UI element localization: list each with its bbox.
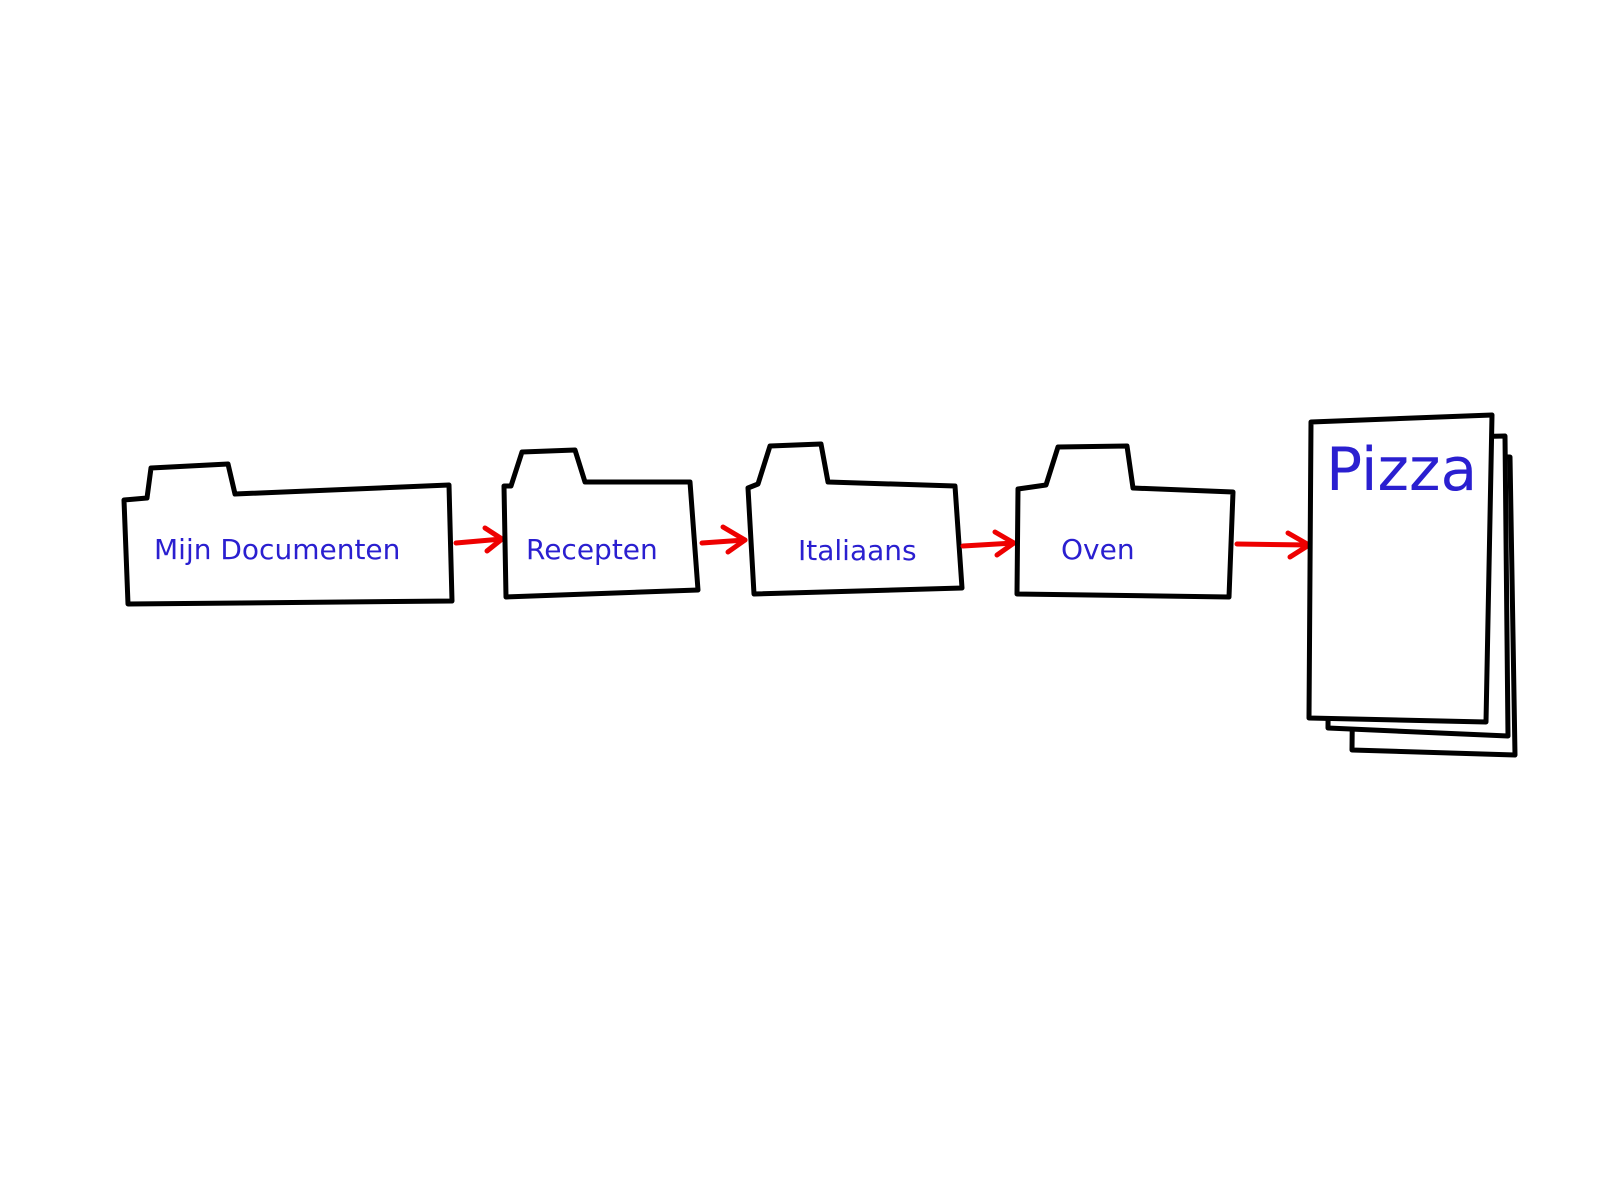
folder-label: Italiaans (798, 534, 917, 567)
folder-mijn-documenten: Mijn Documenten (121, 461, 455, 607)
arrow-head (720, 524, 748, 555)
arrow-4 (1234, 530, 1312, 560)
folder-label: Mijn Documenten (154, 533, 400, 566)
arrow-3 (960, 529, 1017, 558)
folder-label: Oven (1061, 533, 1135, 566)
folder-icon (501, 447, 701, 600)
arrow-head (482, 525, 505, 554)
document-page-front (1306, 412, 1495, 725)
document-pizza: Pizza (1306, 412, 1518, 758)
arrow-2 (699, 524, 748, 555)
document-stack-icon (1306, 412, 1518, 758)
arrow-1 (453, 525, 505, 554)
document-label: Pizza (1326, 435, 1477, 505)
arrow-head (992, 529, 1017, 558)
folder-icon (1014, 443, 1236, 600)
folder-italiaans: Italiaans (745, 441, 965, 597)
folder-recepten: Recepten (501, 447, 701, 600)
folder-label: Recepten (526, 533, 658, 566)
arrow-shaft (960, 540, 1017, 549)
arrow-shaft (453, 536, 505, 546)
arrow-shaft (1234, 541, 1312, 548)
folder-icon (745, 441, 965, 597)
folder-oven: Oven (1014, 443, 1236, 600)
folder-icon (121, 461, 455, 607)
arrow-shaft (699, 537, 748, 546)
